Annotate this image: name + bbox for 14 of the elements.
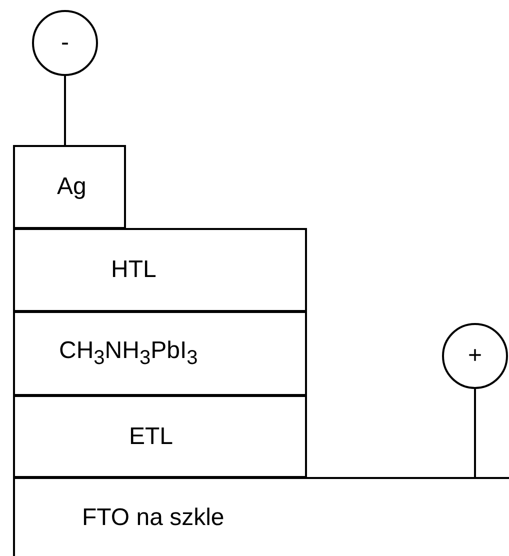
layer-label: - [61,31,69,55]
layer-label: HTL [111,258,156,282]
layer-box [13,395,307,478]
layer-box [13,145,126,229]
layer-label: CH$_{3}$NH$_{3}$PbI$_{3}$ [59,339,198,368]
layer-label: + [468,344,482,368]
layer-box [13,477,509,556]
wire [64,76,66,145]
layer-label: Ag [57,175,86,199]
layer-box [13,228,307,312]
wire [474,389,476,477]
layer-box [13,311,307,396]
layer-label: FTO na szkle [82,506,224,530]
layer-label: ETL [129,424,174,448]
